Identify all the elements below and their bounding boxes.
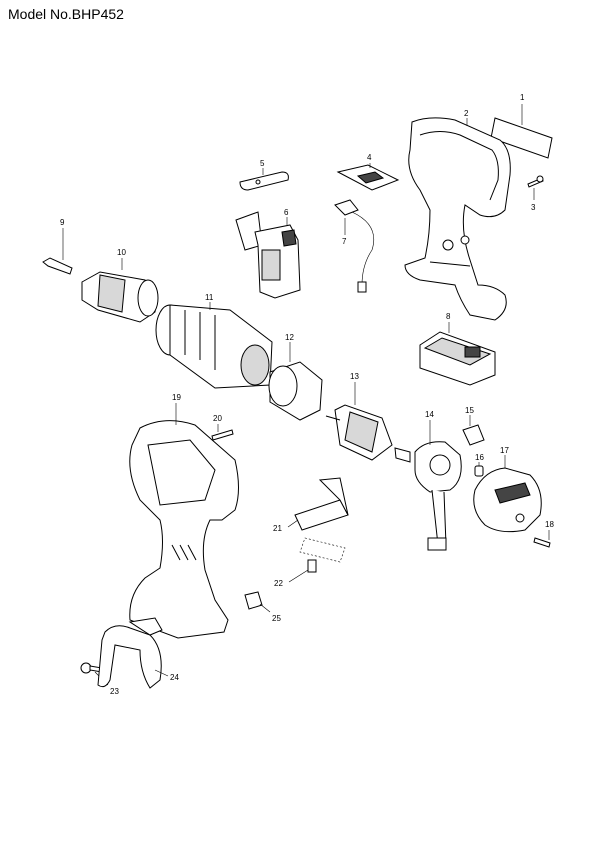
part-15-carbon-brush (462, 415, 485, 446)
part-17-rear-cover (473, 455, 542, 533)
callout-14: 14 (425, 410, 434, 419)
part-24-belt-hook (97, 617, 169, 689)
part-19-housing-left (129, 403, 239, 639)
callout-10: 10 (117, 248, 126, 257)
callout-9: 9 (60, 218, 65, 227)
part-20-pin (211, 424, 234, 441)
callout-21: 21 (273, 524, 282, 533)
callout-6: 6 (284, 208, 289, 217)
callout-8: 8 (446, 312, 451, 321)
model-number-title: Model No.BHP452 (8, 6, 124, 22)
part-8-controller (419, 322, 496, 386)
callout-22: 22 (274, 579, 283, 588)
callout-15: 15 (465, 406, 474, 415)
part-1-label-strip (490, 104, 553, 159)
part-2-housing-right (404, 117, 511, 321)
callout-18: 18 (545, 520, 554, 529)
callout-2: 2 (464, 109, 469, 118)
part-7-terminal-wire (334, 199, 375, 293)
callout-1: 1 (520, 93, 525, 102)
part-6-switch (235, 211, 301, 299)
callout-4: 4 (367, 153, 372, 162)
callout-19: 19 (172, 393, 181, 402)
part-4-switch-lever (336, 163, 400, 191)
part-11-gear-assembly (155, 302, 273, 389)
part-14-brush-holder (414, 420, 462, 551)
part-21-bracket (287, 477, 349, 563)
callout-3: 3 (531, 203, 536, 212)
callout-24: 24 (170, 673, 179, 682)
part-25-clip (244, 591, 271, 613)
part-10-keyless-chuck (81, 258, 159, 323)
callout-20: 20 (213, 414, 222, 423)
callout-13: 13 (350, 372, 359, 381)
callout-11: 11 (205, 293, 214, 302)
part-13-armature (325, 382, 411, 463)
callout-25: 25 (272, 614, 281, 623)
part-9-screw (42, 228, 73, 275)
callout-5: 5 (260, 159, 265, 168)
callout-7: 7 (342, 237, 347, 246)
callout-17: 17 (500, 446, 509, 455)
callout-12: 12 (285, 333, 294, 342)
part-22-screw (288, 559, 317, 583)
callout-23: 23 (110, 687, 119, 696)
part-16-spring (474, 462, 484, 477)
part-5-slide-button (239, 168, 289, 191)
callout-16: 16 (475, 453, 484, 462)
part-18-screw (533, 530, 551, 548)
part-3-screw (527, 175, 544, 200)
part-12-motor-yoke (268, 342, 323, 421)
